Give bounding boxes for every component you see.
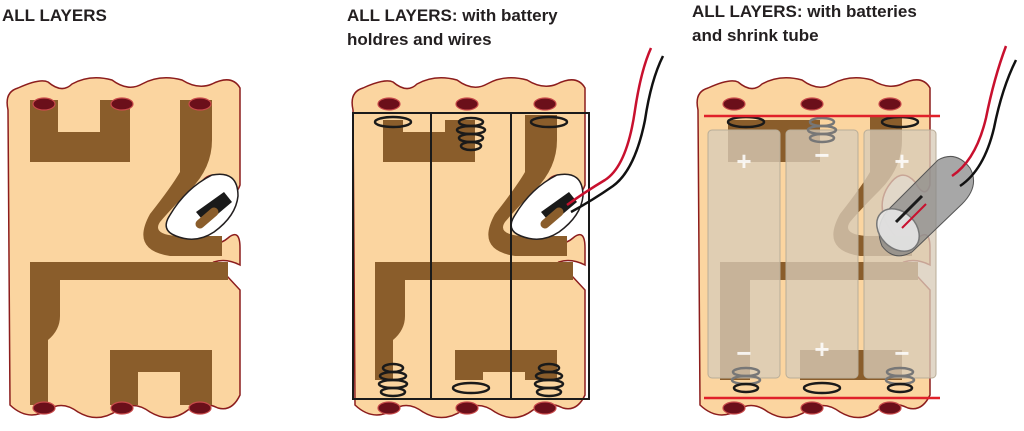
red-wire [566,47,653,207]
panel-2-title: ALL LAYERS: with battery holdres and wir… [347,4,647,52]
panel-1-title-line1: ALL LAYERS [2,6,107,25]
panel-battery-holders-wires [345,0,665,431]
panel-2-title-line1: ALL LAYERS: with battery [347,6,558,25]
red-wire [951,45,1008,178]
plus-mark-2: + [814,334,829,364]
panel-2-title-line2: holdres and wires [347,30,492,49]
holder-frame-lines [704,114,940,400]
mounting-holes [32,97,212,415]
battery-2 [785,129,859,379]
minus-mark-3: − [894,338,909,368]
black-wire [570,55,665,214]
minus-mark-1: − [736,338,751,368]
copper-traces [30,100,228,405]
copper-traces [375,115,573,380]
mounting-holes [377,97,557,415]
panel-1-title: ALL LAYERS [2,4,107,28]
minus-mark-2: − [814,140,829,170]
battery-holder-frames [352,112,590,400]
holder-contacts [373,115,569,398]
shrink-tube [876,155,975,257]
panel-3-title-line1: ALL LAYERS: with batteries [692,2,917,21]
battery-1 [707,129,781,379]
panel-3-title-line2: and shrink tube [692,26,819,45]
holder-contacts [726,115,920,395]
mounting-holes [722,97,902,415]
polarity-marks: + − + − + − [736,140,909,368]
plus-mark-3: + [894,146,909,176]
panel-all-layers [0,0,250,431]
panel-batteries-shrink-tube: + − + − + − [690,0,1020,431]
lead-wires [951,45,1018,188]
wire-slot [510,173,584,240]
wire-slot [165,173,239,240]
plus-mark-1: + [736,146,751,176]
lead-wires [566,47,665,214]
panel-3-title: ALL LAYERS: with batteries and shrink tu… [692,0,1022,48]
black-wire [959,59,1018,188]
